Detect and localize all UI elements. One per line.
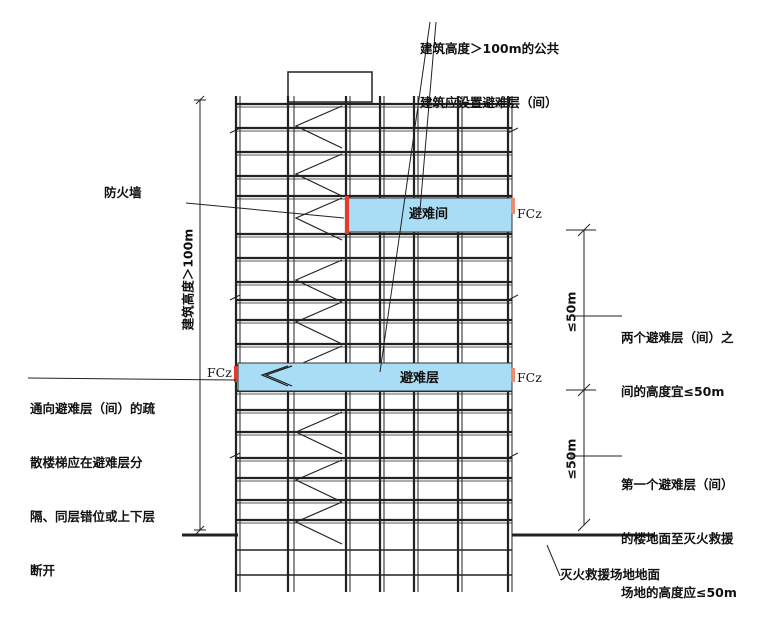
top-note-line1: 建筑高度＞100m的公共	[420, 41, 560, 56]
break-mark	[507, 294, 519, 301]
break-mark	[229, 452, 241, 459]
stair-flight	[294, 259, 343, 303]
between-note-line1: 两个避难层（间）之	[621, 330, 734, 345]
stair-note-line4: 断开	[30, 563, 56, 578]
first-note-line2: 的楼地面至灭火救援	[621, 531, 734, 546]
dim-upper-label: ≤50m	[563, 291, 579, 333]
refuge-room-fill	[347, 197, 513, 233]
break-mark	[229, 127, 241, 134]
break-mark	[507, 127, 519, 134]
first-note: 第一个避难层（间） 的楼地面至灭火救援 场地的高度应≤50m	[621, 440, 737, 620]
top-note: 建筑高度＞100m的公共 建筑应设置避难层（间）	[420, 4, 559, 130]
fc-lower-right-label: FCz	[517, 370, 542, 385]
between-note: 两个避难层（间）之 间的高度宜≤50m	[621, 293, 734, 419]
fc-upper-label: FCz	[517, 206, 542, 221]
building-frame	[229, 71, 519, 592]
fire-wall-label: 防火墙	[104, 185, 142, 200]
roof-box	[287, 71, 373, 103]
stair-note: 通向避难层（间）的疏 散楼梯应在避难层分 隔、同层错位或上下层 断开	[30, 364, 155, 598]
stair-flight	[294, 501, 343, 545]
break-mark	[507, 452, 519, 459]
stair-flight	[294, 301, 343, 345]
right-dimensions	[566, 223, 596, 532]
stair-flight	[294, 197, 343, 241]
stair-in-refuge-floor	[260, 365, 293, 387]
top-note-line2: 建筑应设置避难层（间）	[420, 95, 558, 110]
leader-lines	[27, 21, 622, 577]
dim-lower-label: ≤50m	[563, 438, 579, 480]
break-mark	[229, 294, 241, 301]
ground-note: 灭火救援场地地面	[560, 567, 661, 582]
stair-note-line1: 通向避难层（间）的疏	[30, 401, 156, 416]
stair-flight	[294, 411, 343, 455]
building-height-label: 建筑高度＞100m	[180, 228, 196, 331]
refuge-room-label: 避难间	[409, 207, 449, 222]
refuge-floor-label: 避难层	[400, 371, 440, 386]
first-note-line3: 场地的高度应≤50m	[621, 585, 737, 600]
fc-left-label: FCz	[207, 365, 232, 380]
between-note-line2: 间的高度宜≤50m	[621, 384, 725, 399]
first-note-line1: 第一个避难层（间）	[621, 477, 734, 492]
stair-flight	[294, 459, 343, 503]
refuge-floor-fill	[237, 362, 513, 392]
stair-flight	[294, 153, 343, 197]
stair-note-line2: 散楼梯应在避难层分	[30, 455, 143, 470]
height-dimension	[194, 95, 206, 535]
stair-note-line3: 隔、同层错位或上下层	[30, 509, 156, 524]
stair-flight	[294, 105, 343, 149]
